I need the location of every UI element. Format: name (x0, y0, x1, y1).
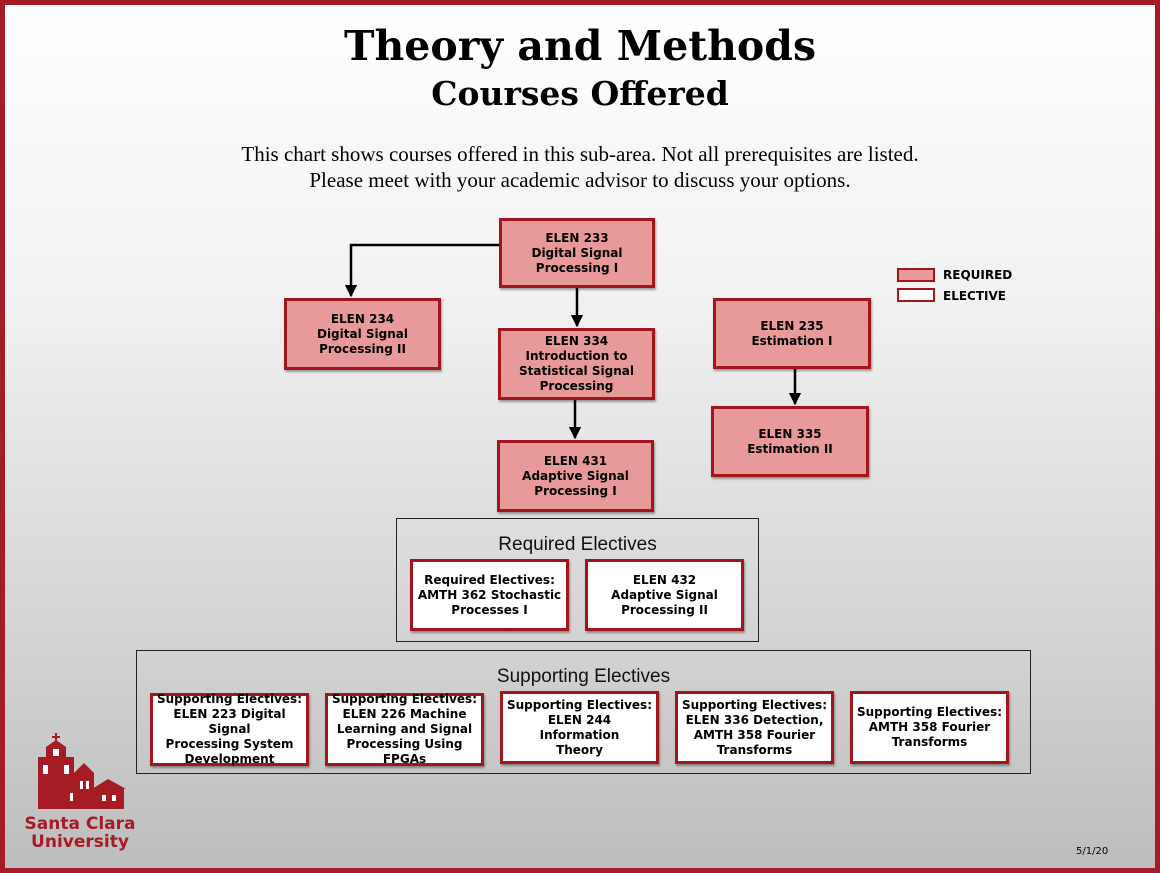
page-subtitle: Courses Offered (431, 74, 729, 113)
supporting-elective-amth-358: Supporting Electives: AMTH 358 Fourier T… (850, 691, 1009, 764)
course-elen-334: ELEN 334 Introduction to Statistical Sig… (498, 328, 655, 400)
required-elective-amth-362: Required Electives: AMTH 362 Stochastic … (410, 559, 569, 631)
logo-text-line-2: University (31, 832, 129, 852)
supporting-elective-elen-223: Supporting Electives: ELEN 223 Digital S… (150, 692, 309, 766)
supporting-elective-elen-336: Supporting Electives: ELEN 336 Detection… (675, 691, 834, 764)
course-elen-431: ELEN 431 Adaptive Signal Processing I (497, 440, 654, 512)
description-line-1: This chart shows courses offered in this… (241, 142, 919, 166)
mission-church-logo-icon (38, 733, 126, 809)
footer-date: 5/1/20 (1076, 846, 1109, 857)
legend-required-swatch (897, 268, 935, 282)
supporting-electives-group: Supporting Electives (136, 650, 1031, 774)
supporting-elective-elen-226: Supporting Electives: ELEN 226 Machine L… (325, 692, 484, 766)
arrow-233-to-234 (344, 243, 499, 298)
legend-elective-swatch (897, 288, 935, 302)
required-elective-elen-432: ELEN 432 Adaptive Signal Processing II (585, 559, 744, 631)
course-elen-235: ELEN 235 Estimation I (713, 298, 871, 369)
required-electives-title: Required Electives (498, 534, 657, 555)
description-line-2: Please meet with your academic advisor t… (309, 168, 851, 192)
course-elen-234: ELEN 234 Digital Signal Processing II (284, 298, 441, 370)
legend-elective-label: ELECTIVE (943, 289, 1006, 303)
legend-required-label: REQUIRED (943, 268, 1013, 282)
supporting-electives-title: Supporting Electives (496, 666, 671, 687)
supporting-elective-elen-244: Supporting Electives: ELEN 244 Informati… (500, 691, 659, 764)
course-elen-233: ELEN 233 Digital Signal Processing I (499, 218, 655, 288)
required-electives-group: Required Electives (396, 518, 759, 642)
page-title: Theory and Methods (343, 22, 817, 70)
logo-text-line-1: Santa Clara (24, 814, 136, 834)
course-elen-335: ELEN 335 Estimation II (711, 406, 869, 477)
